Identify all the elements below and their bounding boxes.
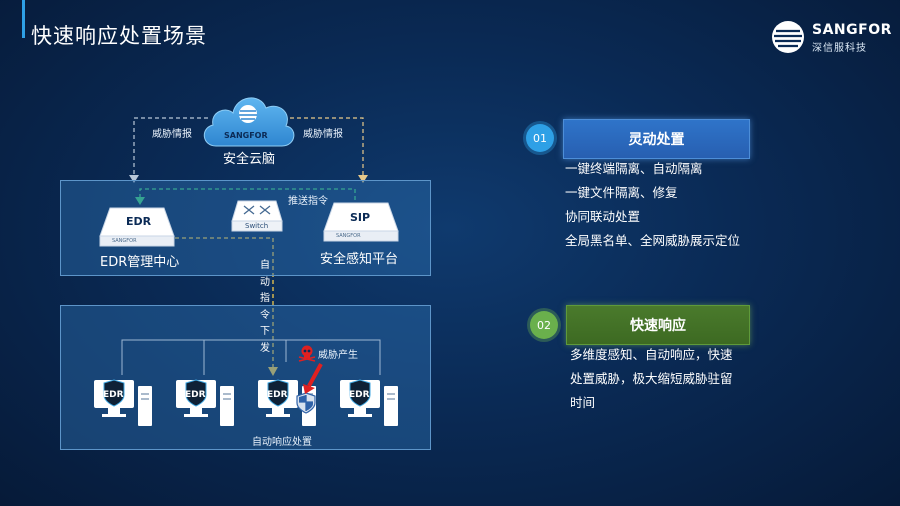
protection-shield-icon — [296, 392, 316, 414]
skull-icon — [298, 344, 316, 362]
computer-icon — [340, 379, 398, 426]
section-heading: 灵动处置 — [563, 119, 750, 159]
pc-edr-label: EDR — [267, 390, 288, 400]
endpoint-pc-1 — [92, 378, 156, 430]
auto-command-char: 自 — [260, 260, 270, 271]
auto-command-char: 发 — [260, 342, 270, 354]
cloud-to-sip-arrowhead — [358, 175, 368, 183]
pc-edr-label: EDR — [103, 390, 124, 400]
edr-label: EDR管理中心 — [100, 255, 180, 270]
logo-name: SANGFOR — [812, 22, 892, 38]
auto-command-char: 下 — [260, 326, 270, 337]
switch-label: Switch — [245, 222, 269, 230]
sip-device-icon — [322, 201, 400, 243]
section-lines: 一键终端隔离、自动隔离 一键文件隔离、修复 协同联动处置 全局黑名单、全网威胁展… — [565, 157, 740, 253]
push-command-label: 推送指令 — [288, 196, 328, 207]
pc-edr-label: EDR — [349, 390, 370, 400]
auto-command-label: 自 动 指 令 下 发 — [259, 258, 271, 357]
edr-device-brand: SANGFOR — [112, 238, 137, 244]
right-arrow-label: 威胁情报 — [303, 129, 343, 140]
page-title: 快速响应处置场景 — [31, 24, 207, 48]
switch-icon — [230, 199, 284, 235]
section-line: 协同联动处置 — [565, 209, 641, 224]
endpoint-pc-2 — [174, 378, 238, 430]
push-command-line — [139, 188, 356, 200]
section-lines: 多维度感知、自动响应，快速 处置威胁，极大缩短威胁驻留 时间 — [570, 343, 733, 415]
auto-command-char: 指 — [260, 293, 270, 304]
section-line: 处置威胁，极大缩短威胁驻留 — [570, 371, 733, 386]
edr-device-icon — [98, 206, 176, 248]
auto-command-arrowhead — [268, 367, 278, 376]
auto-response-label: 自动响应处置 — [252, 437, 312, 448]
section-line: 全局黑名单、全网威胁展示定位 — [565, 233, 741, 248]
threat-arrow-icon — [301, 362, 325, 394]
pc-edr-label: EDR — [185, 390, 206, 400]
cloud-brand: SANGFOR — [224, 131, 268, 140]
left-arrow-label: 威胁情报 — [152, 129, 192, 140]
cloud-to-edr-arrowhead — [129, 175, 139, 183]
cloud-to-edr-line — [133, 117, 208, 178]
cloud-icon — [198, 88, 298, 150]
auto-command-line — [175, 237, 274, 370]
cloud-label: 安全云脑 — [223, 152, 276, 167]
edr-tag: EDR — [126, 215, 152, 228]
endpoint-pc-4 — [338, 378, 402, 430]
section-line: 一键文件隔离、修复 — [565, 185, 678, 200]
cloud-to-sip-line — [290, 117, 364, 178]
section-number-badge: 01 — [526, 124, 554, 152]
sip-device-brand: SANGFOR — [336, 233, 361, 239]
auto-command-char: 令 — [260, 309, 270, 321]
section-line: 一键终端隔离、自动隔离 — [565, 161, 703, 176]
title-accent-bar — [22, 0, 25, 38]
logo-subtitle: 深信服科技 — [812, 43, 867, 54]
push-command-arrowhead — [135, 197, 145, 205]
sip-tag: SIP — [350, 211, 371, 224]
computer-icon — [94, 379, 152, 426]
auto-command-char: 动 — [260, 276, 270, 288]
section-line: 多维度感知、自动响应，快速 — [570, 347, 733, 362]
sangfor-logo-icon — [770, 19, 806, 55]
section-line: 时间 — [570, 395, 596, 410]
endpoints-panel — [60, 305, 431, 450]
threat-label: 威胁产生 — [318, 350, 358, 361]
computer-icon — [176, 379, 234, 426]
section-number-badge: 02 — [530, 311, 558, 339]
section-heading: 快速响应 — [566, 305, 750, 345]
sip-label: 安全感知平台 — [320, 252, 399, 267]
